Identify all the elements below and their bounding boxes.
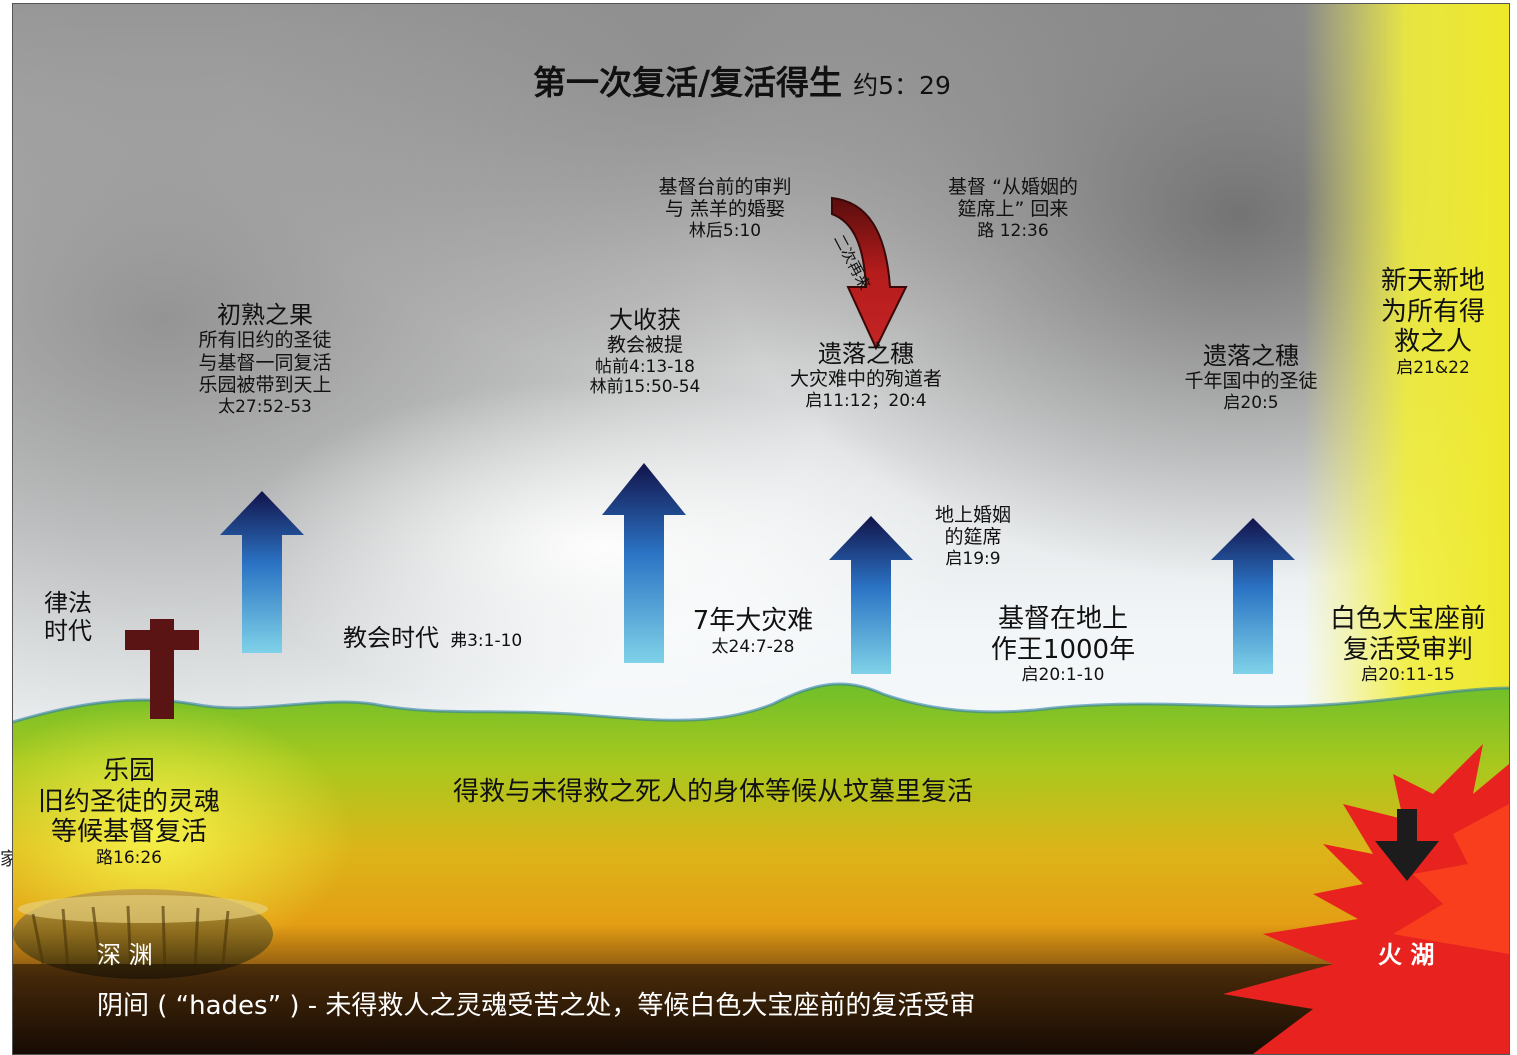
firstfruits-line1: 所有旧约的圣徒 bbox=[198, 329, 332, 352]
gleanings1-reference: 启11:12；20:4 bbox=[805, 390, 927, 411]
hades-caption: 阴间 ( “hades” ) - 未得救人之灵魂受苦之处，等候白色大宝座前的复活… bbox=[97, 991, 976, 1021]
wedding-reference: 启19:9 bbox=[945, 548, 1001, 569]
gleanings2-heading: 遗落之穗 bbox=[1203, 342, 1299, 370]
millennium-line2: 作王1000年 bbox=[990, 634, 1136, 665]
bema-label: 基督台前的审判 与 羔羊的婚娶 林后5:10 bbox=[625, 176, 825, 241]
bema-line1: 基督台前的审判 bbox=[658, 176, 792, 198]
paradise-line2: 旧约圣徒的灵魂 bbox=[37, 786, 220, 817]
page-title: 第一次复活/复活得生 约5：29 bbox=[533, 63, 951, 103]
firstfruits-line2: 与基督一同复活 bbox=[198, 351, 332, 374]
abyss-pit bbox=[13, 889, 273, 979]
millennium-reference: 启20:1-10 bbox=[1021, 665, 1105, 686]
gleanings2-reference: 启20:5 bbox=[1223, 392, 1279, 413]
new-earth-reference: 启21&22 bbox=[1396, 358, 1470, 379]
tribulation-label: 7年大灾难 太24:7-28 bbox=[673, 606, 833, 657]
harvest-heading: 大收获 bbox=[609, 306, 681, 334]
new-earth-line2: 为所有得 bbox=[1380, 296, 1485, 327]
return-line1: 基督 “从婚姻的 bbox=[948, 176, 1078, 198]
title-main: 第一次复活/复活得生 bbox=[533, 63, 843, 102]
law-age-label: 律法 时代 bbox=[33, 589, 103, 646]
gleanings-millennium-label: 遗落之穗 千年国中的圣徒 启20:5 bbox=[1151, 342, 1351, 413]
lake-of-fire-label: 火 湖 bbox=[1378, 941, 1435, 969]
church-age-reference: 弗3:1-10 bbox=[450, 631, 523, 651]
paradise-reference: 路16:26 bbox=[96, 848, 162, 869]
gleanings1-line1: 大灾难中的殉道者 bbox=[789, 368, 942, 391]
lake-of-fire bbox=[1223, 744, 1509, 1054]
white-throne-reference: 启20:11-15 bbox=[1361, 665, 1455, 686]
return-line2: 筵席上” 回来 bbox=[957, 198, 1069, 221]
up-arrow-icon bbox=[602, 463, 686, 663]
tribulation-reference: 太24:7-28 bbox=[711, 636, 795, 657]
new-earth-line3: 救之人 bbox=[1393, 327, 1472, 358]
down-arrow-icon bbox=[1375, 809, 1439, 881]
title-reference: 约5：29 bbox=[853, 71, 951, 100]
millennium-label: 基督在地上 作王1000年 启20:1-10 bbox=[963, 604, 1163, 685]
law-age-line2: 时代 bbox=[44, 617, 92, 646]
ground bbox=[13, 683, 1509, 1054]
white-throne-line2: 复活受审判 bbox=[1342, 634, 1473, 665]
firstfruits-heading: 初熟之果 bbox=[217, 301, 313, 329]
firstfruits-line3: 乐园被带到天上 bbox=[198, 374, 332, 397]
gleanings2-line1: 千年国中的圣徒 bbox=[1184, 370, 1318, 393]
up-arrow-icon bbox=[1211, 518, 1295, 674]
firstfruits-label: 初熟之果 所有旧约的圣徒 与基督一同复活 乐园被带到天上 太27:52-53 bbox=[165, 301, 365, 417]
new-earth-label: 新天新地 为所有得 救之人 启21&22 bbox=[1363, 266, 1503, 378]
white-throne-label: 白色大宝座前 复活受审判 启20:11-15 bbox=[1308, 604, 1508, 685]
up-arrow-icon bbox=[220, 491, 304, 653]
firstfruits-reference: 太27:52-53 bbox=[218, 396, 312, 417]
new-earth-line1: 新天新地 bbox=[1380, 266, 1485, 296]
up-arrow-icon bbox=[829, 516, 913, 674]
return-reference: 路 12:36 bbox=[977, 220, 1049, 241]
white-throne-line1: 白色大宝座前 bbox=[1329, 604, 1486, 634]
harvest-label: 大收获 教会被提 帖前4:13-18 林前15:50-54 bbox=[565, 306, 725, 397]
gleanings1-heading: 遗落之穗 bbox=[818, 340, 914, 368]
church-age-text: 教会时代 bbox=[343, 624, 439, 652]
return-label: 基督 “从婚姻的 筵席上” 回来 路 12:36 bbox=[913, 176, 1113, 241]
wedding-line1: 地上婚姻 bbox=[934, 504, 1011, 526]
harvest-reference-1: 帖前4:13-18 bbox=[595, 356, 695, 377]
gleanings-tribulation-label: 遗落之穗 大灾难中的殉道者 启11:12；20:4 bbox=[751, 340, 981, 411]
wedding-feast-label: 地上婚姻 的筵席 启19:9 bbox=[918, 504, 1028, 569]
paradise-line3: 等候基督复活 bbox=[50, 817, 207, 848]
harvest-reference-2: 林前15:50-54 bbox=[589, 376, 701, 397]
bema-line2: 与 羔羊的婚娶 bbox=[664, 198, 786, 221]
law-age-line1: 律法 bbox=[44, 589, 92, 617]
second-coming-arrow-icon bbox=[831, 196, 908, 351]
abyss-label: 深 渊 bbox=[97, 941, 153, 969]
tribulation-text: 7年大灾难 bbox=[692, 606, 814, 636]
paradise-line1: 乐园 bbox=[102, 756, 155, 786]
bema-reference: 林后5:10 bbox=[688, 220, 762, 241]
ground-caption: 得救与未得救之死人的身体等候从坟墓里复活 bbox=[453, 777, 974, 807]
diagram-frame: 第一次复活/复活得生 约5：29 初熟之果 所有旧约的圣徒 与基督一同复活 乐园… bbox=[12, 3, 1510, 1055]
harvest-line1: 教会被提 bbox=[606, 334, 683, 357]
millennium-line1: 基督在地上 bbox=[997, 604, 1128, 634]
wedding-line2: 的筵席 bbox=[944, 526, 1002, 549]
church-age-label: 教会时代 弗3:1-10 bbox=[343, 624, 522, 652]
cross-icon bbox=[125, 619, 199, 719]
paradise-label: 乐园 旧约圣徒的灵魂 等候基督复活 路16:26 bbox=[19, 756, 239, 868]
